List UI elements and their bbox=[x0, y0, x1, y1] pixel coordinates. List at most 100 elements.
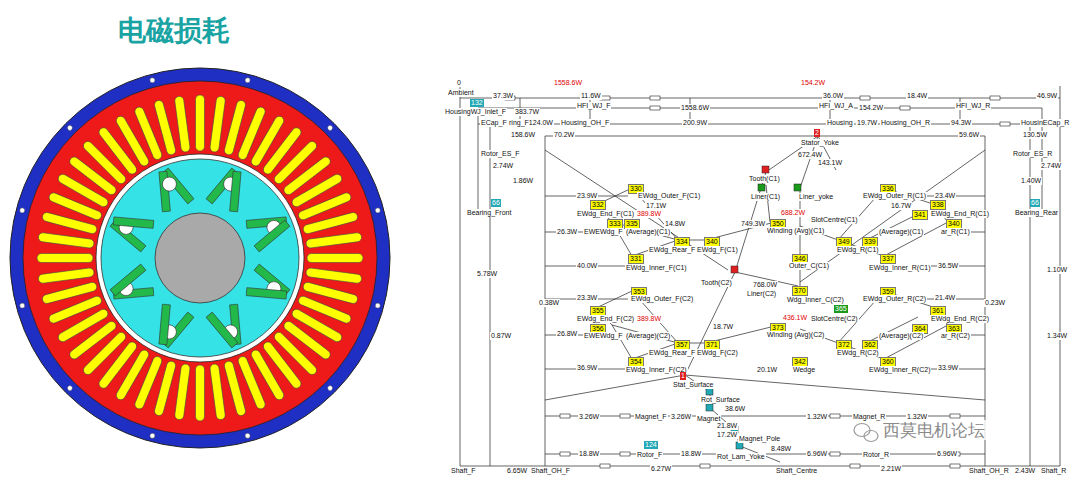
network-label: Tooth(C2) bbox=[700, 279, 733, 287]
network-label: 0.23W bbox=[984, 299, 1006, 307]
node-square bbox=[794, 184, 801, 191]
resistor-symbol bbox=[850, 464, 860, 468]
node-number: 331 bbox=[628, 254, 644, 264]
loss-value: 688.2W bbox=[780, 209, 806, 217]
network-label: EWdg_End_F(C2) bbox=[576, 315, 635, 323]
network-label: 6.27W bbox=[650, 465, 672, 473]
resistor-symbol bbox=[830, 452, 840, 456]
network-label: Winding (Avg)(C2) bbox=[766, 331, 825, 339]
network-label: 143.1W bbox=[817, 159, 843, 167]
network-label: 6.96W bbox=[936, 450, 958, 458]
watermark-icon bbox=[854, 424, 878, 442]
network-label: Bearing_Rear bbox=[1014, 209, 1059, 217]
network-label: SlotCentre(C2) bbox=[810, 315, 859, 323]
network-label: EWdg_End_R(C2) bbox=[930, 315, 990, 323]
network-label: EWdg_Inner_R(C1) bbox=[868, 264, 931, 272]
node-number: 66 bbox=[1030, 199, 1040, 207]
network-label: Shaft_OH_F bbox=[530, 467, 571, 475]
network-label: EWEWdg_F bbox=[583, 228, 624, 236]
network-label: EWdg_End_F(C1) bbox=[576, 210, 635, 218]
resistor-symbol bbox=[505, 96, 1010, 468]
network-label: Tooth(C1) bbox=[748, 175, 781, 183]
page-title: 电磁损耗 bbox=[118, 12, 230, 50]
network-label: 36.9W bbox=[576, 364, 598, 372]
network-label: (Average)(C1) bbox=[878, 228, 924, 236]
resistor-symbol bbox=[830, 414, 840, 418]
network-label: Housing_OH_F bbox=[560, 119, 610, 127]
network-label: 16.7W bbox=[890, 202, 912, 210]
network-label: Rotor_F bbox=[636, 451, 663, 459]
motor-body bbox=[160, 312, 238, 348]
node-square bbox=[736, 442, 743, 449]
resistor-symbol bbox=[700, 464, 710, 468]
motor-body bbox=[254, 220, 290, 298]
network-label: ECap_F bbox=[480, 119, 508, 127]
network-wire bbox=[545, 291, 775, 369]
node-number: 338 bbox=[930, 200, 946, 210]
loss-value: 389.8W bbox=[636, 210, 662, 218]
node-number: 337 bbox=[880, 254, 896, 264]
network-label: EWdg_Outer_R(C2) bbox=[862, 295, 927, 303]
network-label: 8.48W bbox=[770, 445, 792, 453]
node-number: 132 bbox=[470, 99, 484, 107]
network-label: Liner_yoke bbox=[798, 193, 834, 201]
network-label: 21.8W bbox=[716, 422, 738, 430]
loss-value: 1558.6W bbox=[553, 79, 583, 87]
network-label: 18.8W bbox=[578, 450, 600, 458]
network-label: EWdg_Inner_F(C2) bbox=[625, 366, 688, 374]
network-label: EWdg_Outer_R(C1) bbox=[862, 192, 927, 200]
network-label: 6.65W bbox=[506, 467, 528, 475]
resistor-symbol bbox=[900, 106, 910, 110]
network-label: 70.2W bbox=[553, 131, 575, 139]
resistor-symbol bbox=[620, 452, 630, 456]
network-label: 23.3W bbox=[576, 294, 598, 302]
network-label: HFI_WJ_F bbox=[576, 102, 611, 110]
network-label: EWdg_F(C2) bbox=[696, 349, 739, 357]
network-label: 19.7W bbox=[856, 119, 878, 127]
network-label: Rotor_R bbox=[862, 451, 890, 459]
network-label: EWdg_Inner_F(C1) bbox=[625, 264, 688, 272]
network-wire bbox=[460, 86, 1060, 466]
network-label: 59.6W bbox=[958, 131, 980, 139]
network-label: 14.8W bbox=[664, 220, 686, 228]
node-number: 2 bbox=[814, 129, 820, 137]
network-label: 154.2W bbox=[858, 104, 884, 112]
network-label: 17.1W bbox=[645, 202, 667, 210]
network-label: 18.8W bbox=[680, 450, 702, 458]
network-label: 26.8W bbox=[556, 330, 578, 338]
motor-body bbox=[10, 68, 390, 448]
watermark: 西莫电机论坛 bbox=[882, 420, 986, 440]
network-label: 38.6W bbox=[724, 405, 746, 413]
resistor-symbol bbox=[1000, 122, 1010, 126]
network-label: 3.26W bbox=[578, 413, 600, 421]
network-label: Wedge bbox=[792, 366, 816, 374]
network-label: Winding (Avg)(C1) bbox=[766, 227, 825, 235]
network-label: 1.34W bbox=[1046, 332, 1068, 340]
node-number: 365 bbox=[834, 305, 848, 313]
network-label: 46.9W bbox=[1036, 92, 1058, 100]
network-wire bbox=[545, 188, 775, 266]
network-label: EWEWdg_F bbox=[583, 332, 624, 340]
motor-body bbox=[96, 154, 304, 362]
network-label: HFI_WJ_R bbox=[955, 102, 991, 110]
resistor-symbol bbox=[560, 452, 570, 456]
network-label: 23.9W bbox=[576, 192, 598, 200]
network-label: Wdg_Inner_C(C2) bbox=[786, 296, 845, 304]
network-label: Shaft_OH_R bbox=[968, 467, 1010, 475]
watermark-icon bbox=[854, 424, 870, 437]
network-label: 2.43W bbox=[1014, 467, 1036, 475]
motor-body bbox=[155, 213, 245, 303]
motor-body bbox=[23, 81, 377, 435]
network-label: 3.26W bbox=[670, 413, 692, 421]
network-wire bbox=[545, 150, 985, 282]
network-label: 17.2W bbox=[716, 431, 738, 439]
network-label: 2.74W bbox=[492, 162, 514, 170]
node-number: 370 bbox=[792, 286, 808, 296]
network-label: 40.0W bbox=[576, 262, 598, 270]
network-label: Ambient bbox=[447, 89, 475, 97]
network-label: Stator_Yoke bbox=[800, 139, 840, 147]
network-label: 6.96W bbox=[806, 450, 828, 458]
network-label: 36.5W bbox=[937, 262, 959, 270]
network-label: SlotCentre(C1) bbox=[810, 216, 859, 224]
